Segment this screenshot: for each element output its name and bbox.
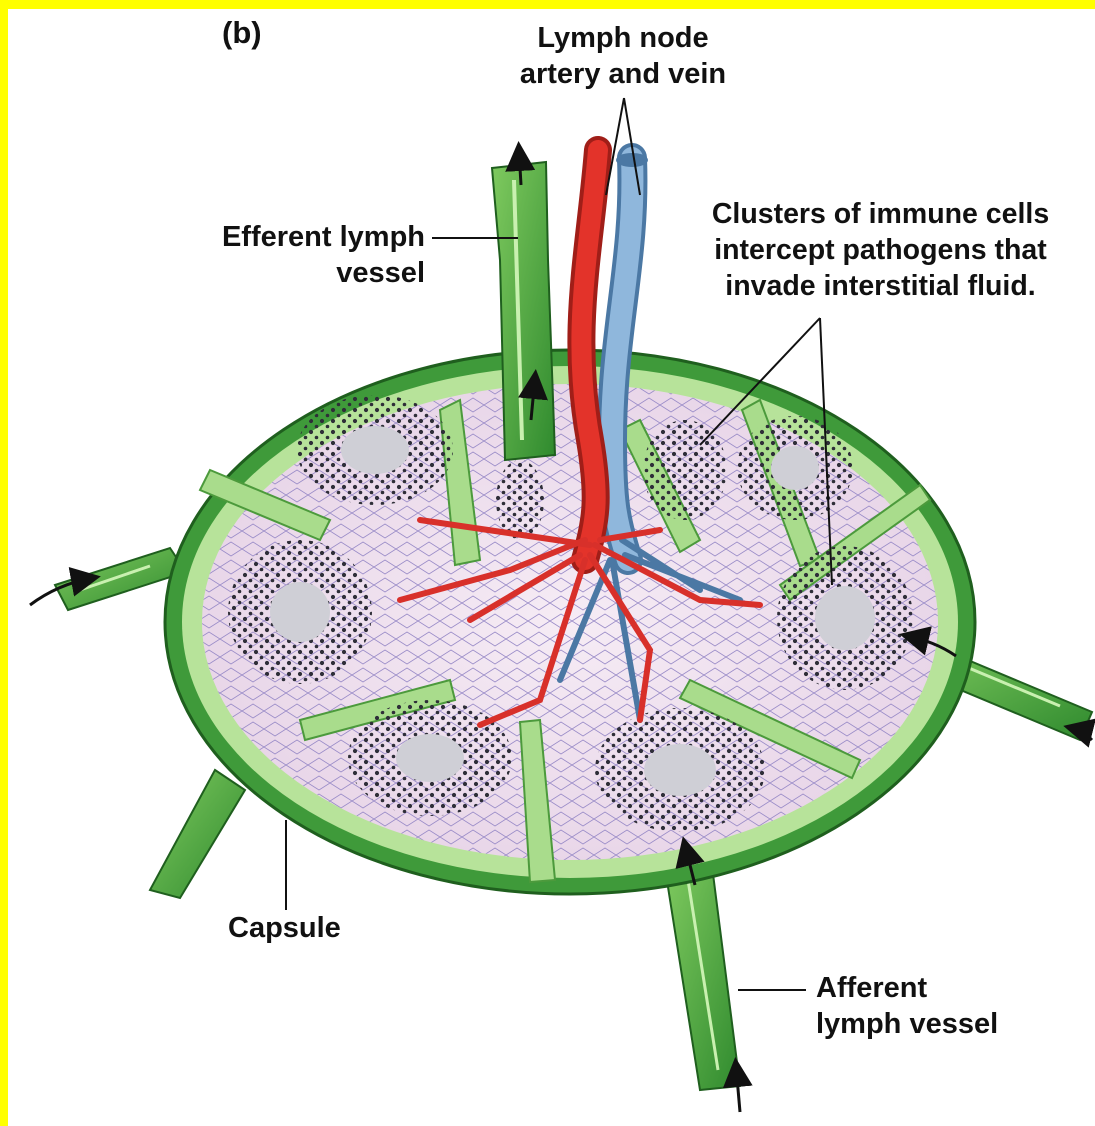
immune-cluster	[496, 460, 544, 540]
efferent-vessel-label: Efferent lymph vessel	[150, 219, 425, 291]
immune-cluster	[348, 700, 512, 816]
immune-cluster	[297, 395, 453, 505]
afferent-vessel-bottom	[665, 866, 740, 1090]
afferent-vessel-label-line-1: Afferent	[816, 970, 998, 1006]
artery-vein-label-line-2: artery and vein	[470, 56, 776, 92]
afferent-vessel-label-line-2: lymph vessel	[816, 1006, 998, 1042]
flow-arrow-icon	[736, 1066, 740, 1112]
afferent-vessel-bottom-left	[150, 770, 245, 898]
immune-clusters-label: Clusters of immune cells intercept patho…	[666, 196, 1095, 304]
immune-cluster	[228, 540, 372, 684]
immune-cluster	[777, 546, 913, 690]
immune-cluster	[643, 420, 727, 520]
immune-clusters-label-line-2: intercept pathogens that	[666, 232, 1095, 268]
panel-label: (b)	[222, 15, 262, 51]
artery-vein-label: Lymph node artery and vein	[470, 20, 776, 92]
immune-cluster	[595, 708, 765, 832]
efferent-vessel-label-line-2: vessel	[150, 255, 425, 291]
flow-arrow-icon	[519, 150, 521, 185]
immune-cluster	[737, 416, 853, 520]
artery-vein-label-line-1: Lymph node	[470, 20, 776, 56]
afferent-vessel-label: Afferent lymph vessel	[816, 970, 998, 1042]
immune-clusters-label-line-1: Clusters of immune cells	[666, 196, 1095, 232]
capsule-label: Capsule	[228, 910, 341, 946]
immune-clusters-label-line-3: invade interstitial fluid.	[666, 268, 1095, 304]
efferent-vessel-label-line-1: Efferent lymph	[150, 219, 425, 255]
